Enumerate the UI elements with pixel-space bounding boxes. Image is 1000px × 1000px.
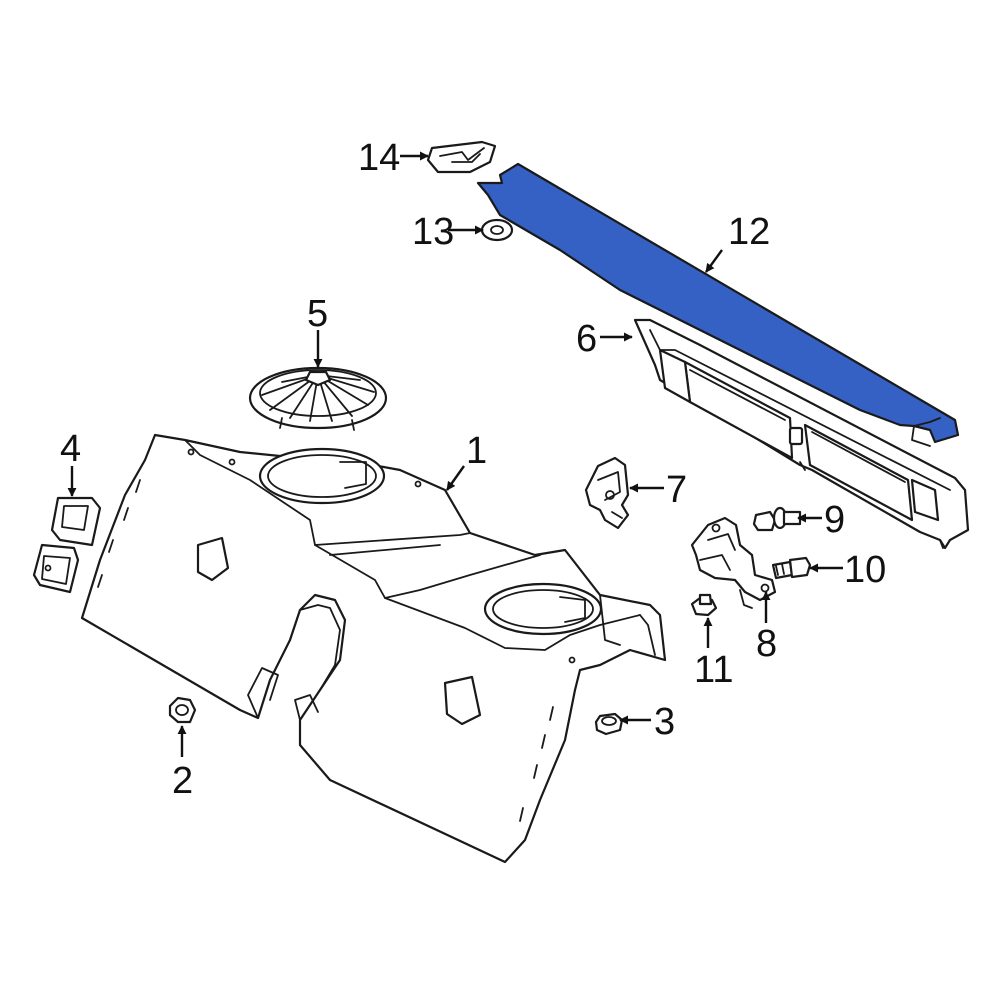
callout-14: 14 bbox=[358, 137, 400, 179]
part-6-rail-panel[interactable] bbox=[633, 318, 970, 550]
callout-5: 5 bbox=[307, 293, 328, 335]
callout-11: 11 bbox=[694, 649, 733, 691]
part-14-clip[interactable] bbox=[426, 140, 497, 174]
callout-4: 4 bbox=[60, 428, 81, 470]
callout-2: 2 bbox=[172, 760, 193, 802]
part-11-push-pin[interactable] bbox=[690, 593, 718, 617]
part-7-bracket[interactable] bbox=[584, 456, 630, 530]
callout-7: 7 bbox=[666, 469, 687, 511]
callout-9: 9 bbox=[824, 499, 845, 541]
leader-lines bbox=[67, 151, 843, 757]
part-2-nut[interactable] bbox=[168, 696, 197, 724]
part-4-bracket[interactable] bbox=[32, 496, 102, 594]
part-10-bolt[interactable] bbox=[771, 556, 812, 580]
part-9-bolt[interactable] bbox=[752, 506, 802, 532]
part-1-trim-panel[interactable] bbox=[80, 433, 667, 864]
callout-10: 10 bbox=[844, 549, 886, 591]
callout-12: 12 bbox=[728, 211, 770, 253]
callout-6: 6 bbox=[576, 318, 597, 360]
part-5-speaker-grille[interactable] bbox=[248, 366, 388, 431]
part-12-top-pad[interactable] bbox=[476, 162, 960, 447]
callout-3: 3 bbox=[654, 701, 675, 743]
part-13-washer[interactable] bbox=[480, 218, 514, 242]
callout-1: 1 bbox=[466, 430, 487, 472]
callout-13: 13 bbox=[412, 211, 454, 253]
callout-8: 8 bbox=[756, 623, 777, 665]
part-3-nut[interactable] bbox=[594, 712, 624, 736]
callout-labels: 1 2 3 4 5 6 7 8 9 10 11 12 13 14 bbox=[60, 137, 886, 802]
